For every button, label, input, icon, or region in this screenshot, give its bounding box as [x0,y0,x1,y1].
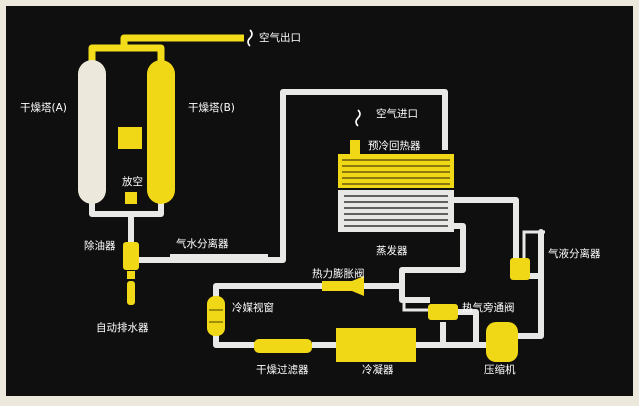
label-vent: 放空 [122,176,143,188]
label-filter-dryer: 干燥过滤器 [256,364,309,376]
oil-remover [123,242,139,270]
outlet-pipes [88,34,244,62]
bypass-thin-pipe [402,300,430,312]
precooler-inlet-stub [350,140,360,154]
label-auto-drain: 自动排水器 [96,322,149,334]
gas-liquid-separator [510,258,530,280]
label-precooler: 预冷回热器 [368,140,421,152]
air-outlet-pipe [88,34,244,62]
filter-dryer [254,339,312,353]
control-panel-block [118,127,142,149]
thin-pipes [402,230,545,312]
vent-valve [125,192,137,204]
evaporator-outlet-pipe [452,197,519,258]
label-compressor: 压缩机 [484,364,516,376]
hot-gas-bypass-pipe [399,286,479,345]
label-expansion-valve: 热力膨胀阀 [312,268,365,280]
auto-drain [127,281,135,305]
precooler-fins [342,159,450,185]
tower-b-outlet-pipe [124,44,165,62]
evaporator [338,190,454,232]
label-air-inlet: 空气进口 [376,108,418,120]
water-separator [170,254,268,262]
expansion-valve [322,276,364,296]
label-condenser: 冷凝器 [362,364,394,376]
label-oil-remover: 除油器 [84,240,116,252]
dryer-tower-b [147,60,175,204]
label-evaporator: 蒸发器 [376,245,408,257]
label-water-separator: 气水分离器 [176,238,229,250]
oil-remover-neck [127,271,135,279]
compressor [486,322,518,362]
liquid-line-pipe [213,283,322,348]
diagram-panel [6,6,633,396]
condenser [336,328,416,362]
label-dryer-b: 干燥塔(B) [188,102,235,114]
evaporator-feed-pipe [362,223,466,289]
dryer-tower-a [78,60,106,204]
label-dryer-a: 干燥塔(A) [20,102,67,114]
hot-gas-bypass-valve [428,304,458,320]
label-hot-gas-bypass: 热气旁通阀 [462,302,515,314]
label-air-outlet: 空气出口 [259,32,301,44]
label-gas-liquid-separator: 气液分离器 [548,248,601,260]
separator-inlet-thin-pipe [522,230,545,270]
bottom-manifold-pipe [89,200,164,217]
evaporator-coil [344,195,448,227]
sight-glass [207,296,225,336]
label-sight-glass: 冷媒视窗 [232,302,274,314]
suction-return-pipe [516,229,544,339]
precooler [338,154,454,188]
sight-glass-rings [209,309,223,323]
air-flow-arrow-icon [247,29,361,127]
